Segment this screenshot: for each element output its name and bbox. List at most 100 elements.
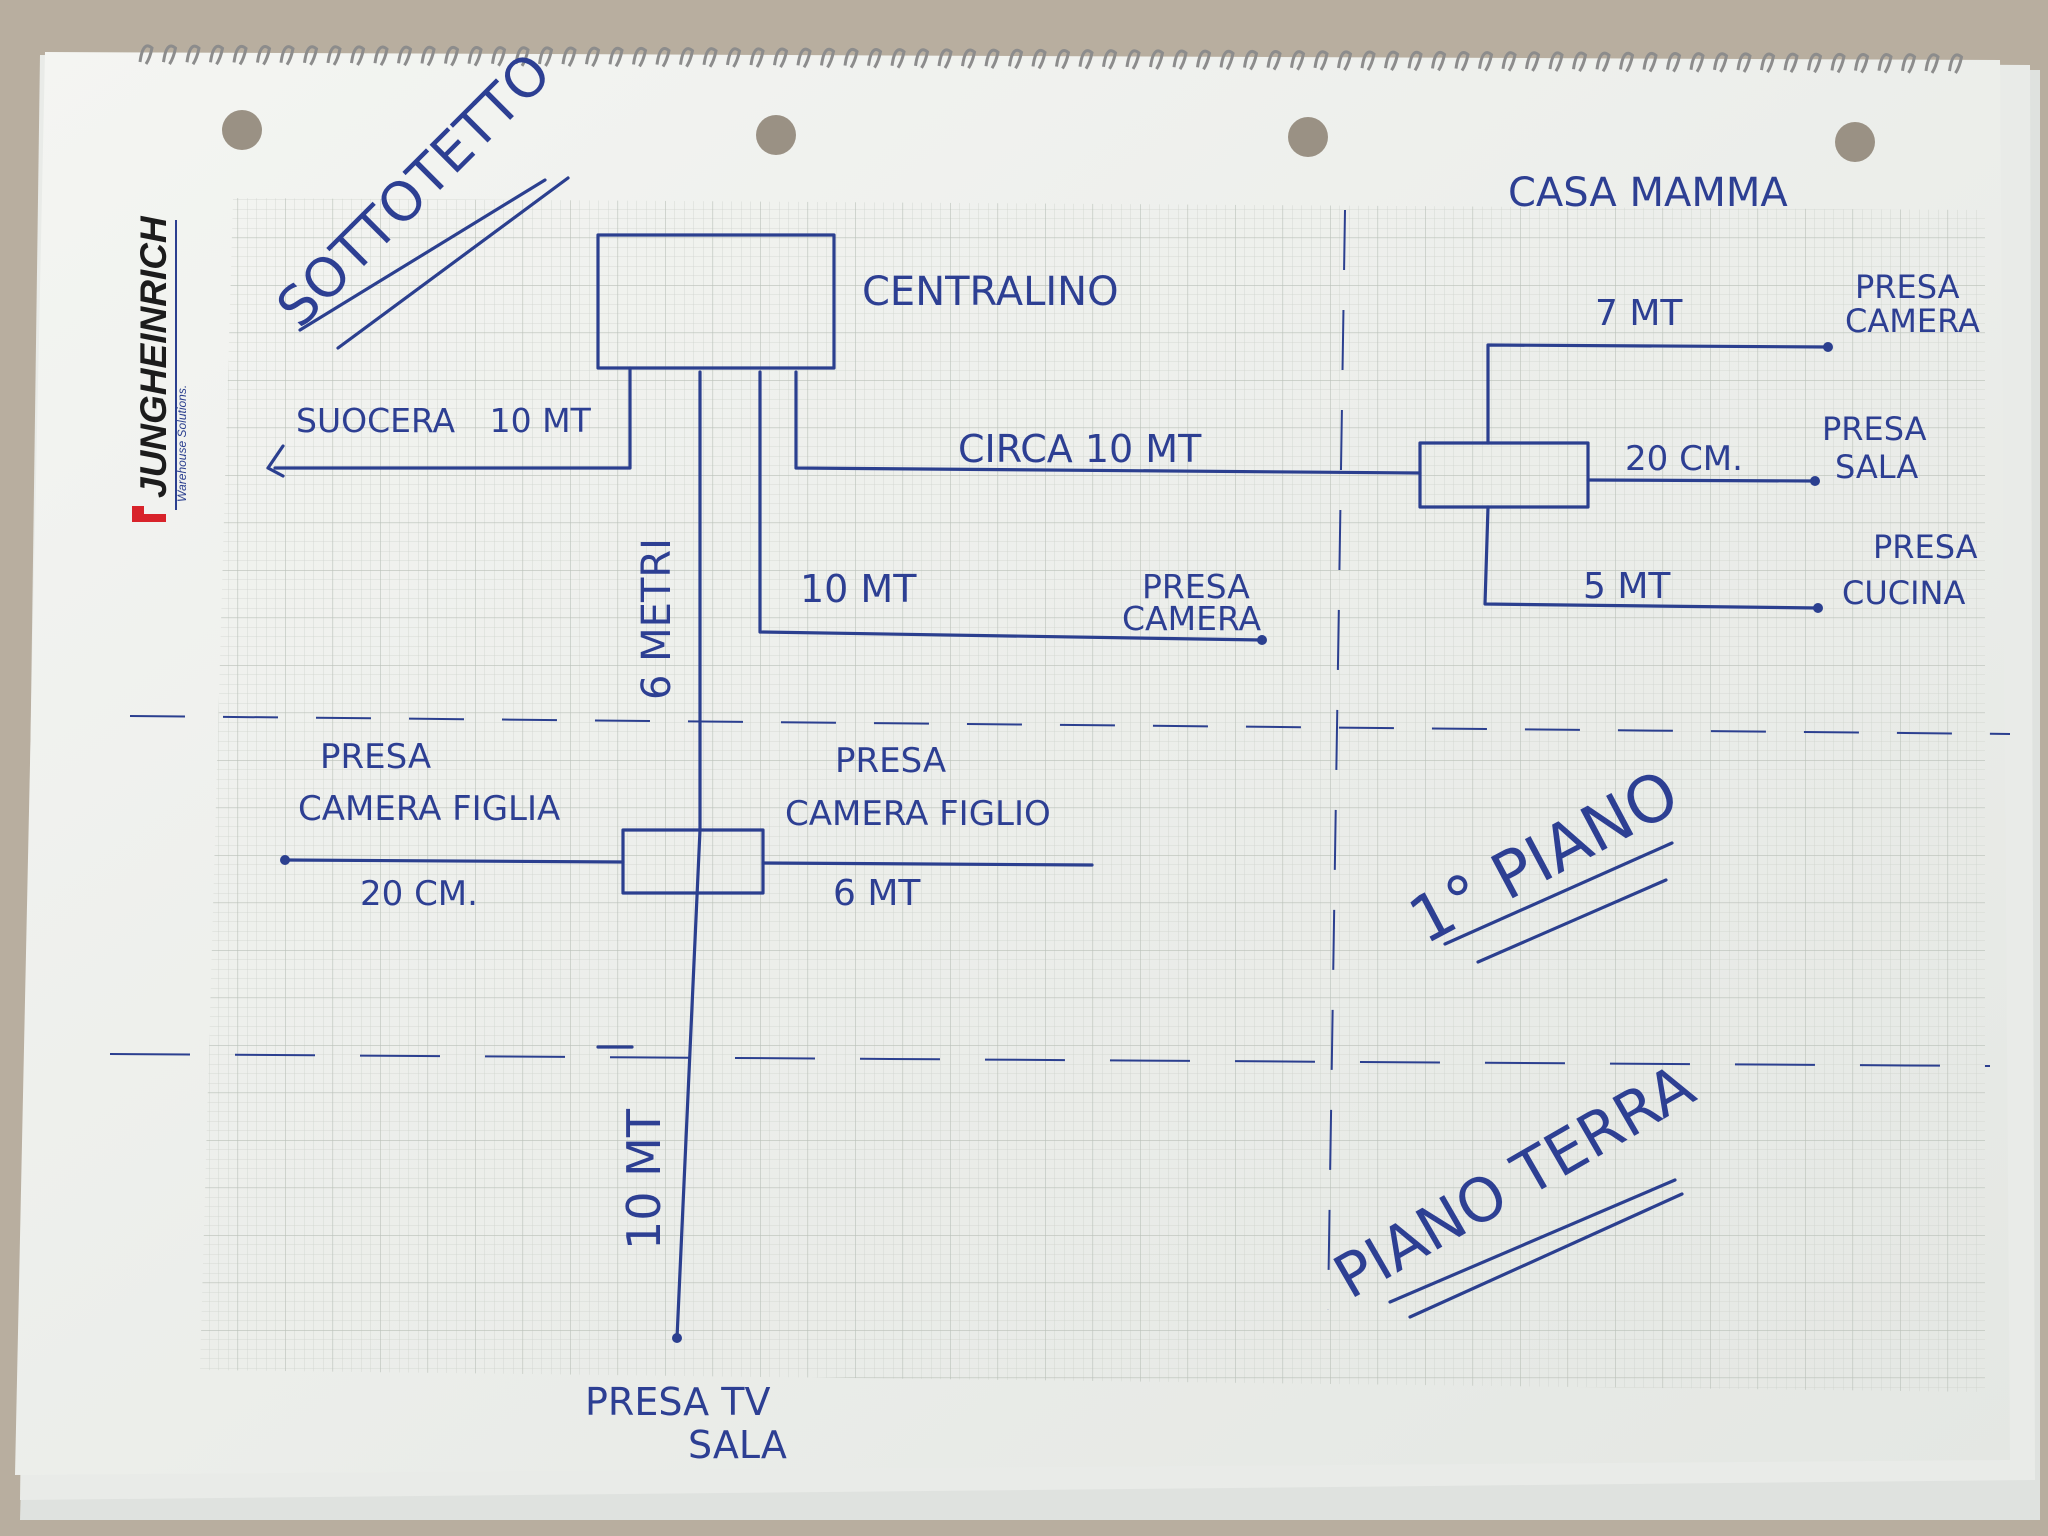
first-underline-1	[1443, 841, 1674, 946]
punch-hole	[222, 110, 262, 150]
mom-junction-box	[1418, 441, 1590, 509]
spiral-ring	[1313, 50, 1329, 71]
spiral-ring	[820, 47, 836, 69]
figlio-outlet-label: PRESA	[835, 741, 946, 781]
spiral-ring	[1572, 51, 1588, 72]
wire-mom-sala	[1586, 478, 1817, 483]
spiral-ring	[279, 45, 295, 66]
spiral-ring	[1172, 49, 1188, 71]
figlio-outlet-label-2: CAMERA FIGLIO	[785, 794, 1051, 834]
mom-cucina-outlet-label-2: CUCINA	[1842, 574, 1965, 612]
spiral-ring	[1595, 51, 1611, 73]
spiral-ring	[608, 46, 624, 68]
spiral-ring	[326, 45, 342, 66]
punch-hole	[756, 115, 796, 155]
punch-holes	[222, 110, 1875, 162]
spiral-ring	[232, 44, 248, 66]
spiral-ring	[1031, 48, 1047, 70]
separator-mom-house	[1327, 209, 1346, 1311]
wire-camera	[758, 370, 1264, 642]
spiral-ring	[1666, 52, 1682, 73]
spiral-ring	[1948, 53, 1964, 74]
spiral-ring	[1008, 48, 1024, 70]
spiral-ring	[1431, 50, 1447, 72]
spiral-ring	[1548, 51, 1564, 72]
tv-outlet-label-2: SALA	[688, 1423, 787, 1467]
brand-logo: JUNGHEINRICH Warehouse Solutions.	[132, 215, 189, 522]
suocera-label: SUOCERA 10 MT	[296, 401, 592, 440]
spiral-ring	[209, 44, 225, 66]
spiral-ring	[1877, 53, 1893, 74]
arrow-suocera-icon	[266, 444, 285, 478]
figlio-length-label: 6 MT	[833, 873, 921, 914]
spiral-ring	[162, 44, 178, 65]
mom-camera-outlet-label-2: CAMERA	[1845, 302, 1980, 340]
spiral-ring	[1360, 50, 1376, 71]
attic-underline-1	[298, 178, 547, 332]
spiral-ring	[914, 48, 930, 69]
tv-outlet-label: PRESA TV	[585, 1380, 770, 1424]
spiral-ring	[1783, 52, 1799, 74]
spiral-ring	[1854, 52, 1870, 74]
camera-outlet-dot	[1257, 635, 1267, 645]
spiral-ring	[1384, 50, 1400, 72]
spiral-ring	[256, 44, 272, 66]
mom-sala-outlet-label-2: SALA	[1835, 448, 1918, 486]
wire-circa	[794, 370, 1422, 475]
spiral-ring	[702, 47, 718, 68]
spiral-ring	[1266, 50, 1282, 71]
circa-length-label: CIRCA 10 MT	[958, 427, 1202, 471]
centralino-label: CENTRALINO	[862, 269, 1119, 315]
mom-cucina-outlet-label: PRESA	[1873, 528, 1978, 566]
spiral-binding	[138, 44, 1964, 74]
spiral-ring	[420, 45, 436, 67]
spiral-ring	[1078, 49, 1094, 70]
spiral-ring	[585, 46, 601, 68]
vertical-length-label: 6 METRI	[634, 538, 680, 700]
logo-mark-icon	[132, 506, 166, 522]
vertical-lower-length-label: 10 MT	[617, 1108, 671, 1250]
figlia-length-label: 20 CM.	[360, 874, 478, 914]
mom-sala-outlet-label: PRESA	[1822, 410, 1927, 448]
ground-underline-2	[1408, 1192, 1684, 1319]
figlia-outlet-dot	[280, 855, 290, 865]
zone-underlines	[298, 176, 1684, 1319]
wire-mom-cucina	[1483, 505, 1820, 610]
spiral-ring	[1807, 52, 1823, 74]
spiral-ring	[491, 46, 507, 67]
spiral-ring	[444, 45, 460, 67]
camera-length-label: 10 MT	[800, 567, 917, 611]
attic-underline-2	[336, 176, 570, 350]
spiral-ring	[1642, 51, 1658, 73]
spiral-ring	[773, 47, 789, 69]
spiral-ring	[373, 45, 389, 67]
punch-hole	[1288, 117, 1328, 157]
camera-outlet-label-2: CAMERA	[1122, 599, 1262, 638]
spiral-ring	[632, 46, 648, 68]
spiral-ring	[514, 46, 530, 67]
wire-mom-camera	[1486, 343, 1830, 445]
spiral-ring	[1243, 49, 1259, 71]
camera-outlet-label: PRESA	[1142, 567, 1250, 606]
ground-underline-1	[1388, 1178, 1677, 1304]
graph-grid	[200, 198, 1985, 1392]
spiral-ring	[1619, 51, 1635, 73]
spiral-ring	[843, 47, 859, 69]
tv-outlet-dot	[672, 1333, 682, 1343]
spiral-ring	[397, 45, 413, 67]
mom-sala-length-label: 20 CM.	[1625, 439, 1743, 479]
logo-brand: JUNGHEINRICH	[133, 215, 174, 498]
zone-label-mom: CASA MAMMA	[1508, 170, 1788, 216]
centralino-box	[596, 233, 836, 370]
spiral-ring	[1689, 52, 1705, 73]
spiral-ring	[350, 45, 366, 66]
spiral-ring	[867, 48, 883, 69]
spiral-ring	[1337, 50, 1353, 71]
spiral-ring	[1760, 52, 1776, 73]
mom-camera-length-label: 7 MT	[1595, 293, 1683, 334]
wire-figlia	[283, 858, 625, 864]
spiral-ring	[749, 47, 765, 68]
floor-separators	[109, 209, 2011, 1311]
spiral-ring	[655, 46, 671, 68]
